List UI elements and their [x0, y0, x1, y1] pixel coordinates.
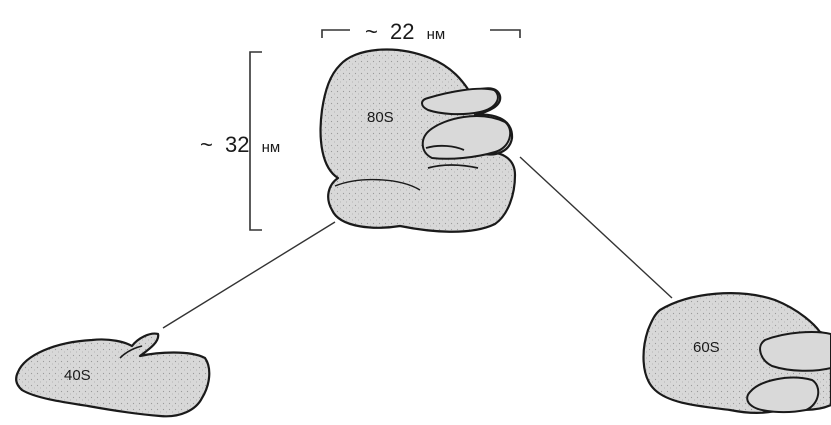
connector-to-60s — [519, 156, 673, 299]
subunit-60s-lower-lobe — [746, 376, 820, 414]
label-60s: 60S — [693, 339, 720, 356]
height-dimension: ~ 32 нм — [200, 51, 280, 231]
width-dimension: ~ 22 нм — [321, 19, 521, 44]
height-bracket — [249, 51, 262, 231]
subunit-60s-stalk — [759, 331, 831, 372]
subunit-60s: 60S — [642, 292, 831, 414]
width-bracket — [321, 29, 521, 38]
ribosome-80s-lower-stalk — [421, 115, 512, 160]
label-80s: 80S — [367, 109, 394, 126]
subunit-40s-body — [15, 332, 211, 418]
ribosome-80s: 80S — [319, 48, 517, 233]
width-dimension-label: ~ 22 нм — [365, 19, 445, 44]
label-40s: 40S — [64, 367, 91, 384]
connector-to-40s — [162, 221, 336, 329]
ribosome-80s-upper-stalk — [421, 87, 499, 116]
height-dimension-label: ~ 32 нм — [200, 132, 280, 157]
subunit-40s: 40S — [15, 332, 211, 418]
